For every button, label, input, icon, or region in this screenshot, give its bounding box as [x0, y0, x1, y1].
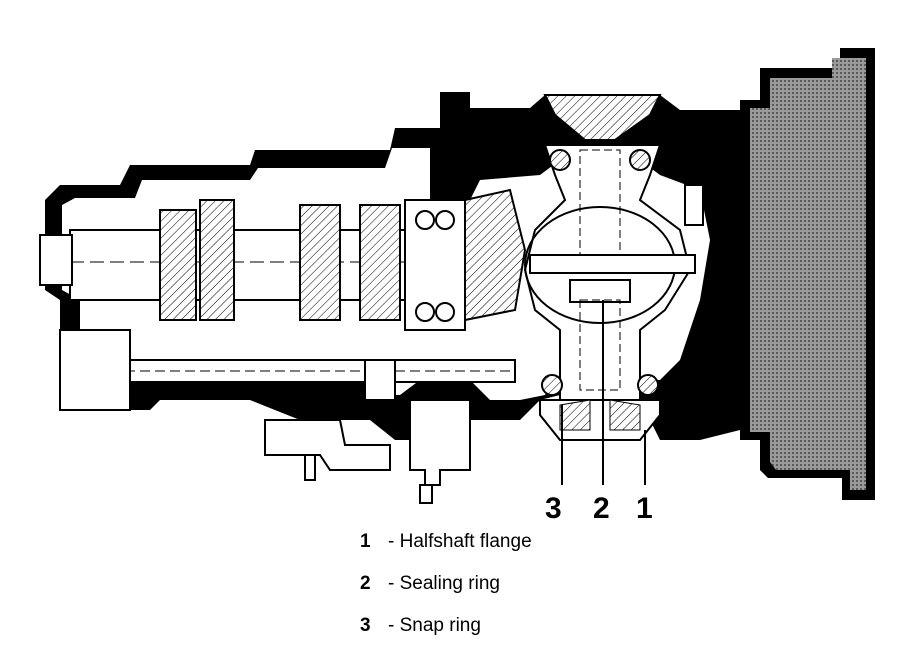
legend-item-3: 3 - Snap ring: [360, 614, 760, 638]
shift-bracket: [264, 399, 471, 504]
pinion-gear: [464, 188, 527, 322]
callout-1: 1: [636, 492, 653, 520]
legend-text: - Sealing ring: [388, 573, 500, 594]
gear-set: [159, 199, 466, 331]
legend-number: 1: [360, 531, 371, 552]
bell-housing: [740, 48, 875, 500]
leader-lines: [561, 300, 646, 485]
legend-item-1: 1 - Halfshaft flange: [360, 530, 760, 554]
legend-text: - Halfshaft flange: [388, 531, 532, 552]
legend-number: 3: [360, 615, 371, 636]
transmission-cross-section-drawing: 3 2 1: [39, 48, 875, 520]
legend-item-2: 2 - Sealing ring: [360, 572, 760, 596]
differential: [523, 94, 704, 441]
legend-number: 2: [360, 573, 371, 594]
legend-text: - Snap ring: [388, 615, 481, 636]
lower-shaft: [59, 329, 516, 411]
callout-2: 2: [593, 492, 610, 520]
callout-3: 3: [545, 492, 562, 520]
